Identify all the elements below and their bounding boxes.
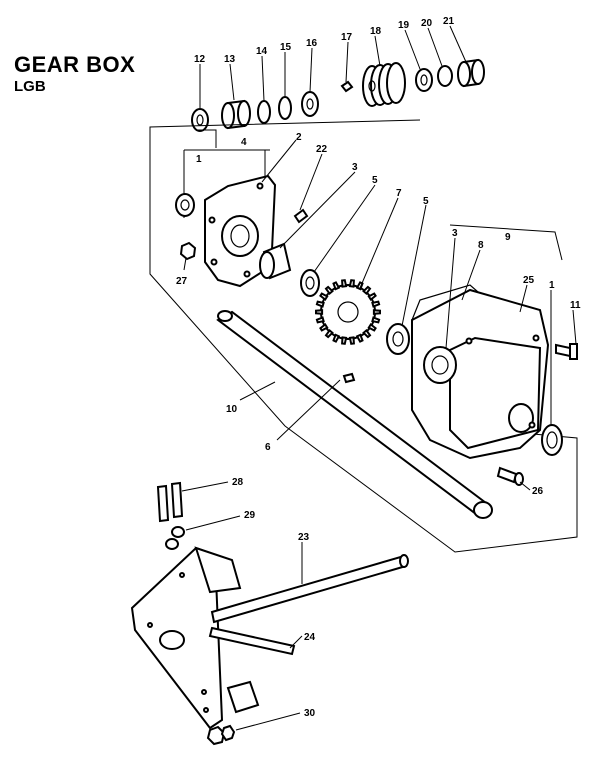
- gear-tooth: [367, 323, 377, 332]
- gear-tooth: [371, 300, 381, 308]
- washer-14: [257, 100, 271, 124]
- gear-tooth: [315, 300, 325, 308]
- callout-2: 2: [296, 132, 302, 143]
- gear-tooth: [324, 328, 334, 339]
- key-17: [340, 80, 354, 93]
- leader-lines: [181, 25, 577, 731]
- callout-26: 26: [532, 486, 544, 497]
- right-housing-25: [411, 284, 550, 460]
- gear-tooth: [341, 279, 348, 288]
- lower-bracket-assembly: [130, 546, 260, 730]
- callout-5-right: 5: [423, 196, 429, 207]
- callout-11: 11: [570, 300, 581, 311]
- callout-8: 8: [478, 240, 484, 251]
- shaft-23: [210, 554, 409, 624]
- callout-30: 30: [304, 708, 316, 719]
- gear-tooth: [319, 292, 329, 301]
- callout-labels: 12 13 14 15 16 17 18 19 20 21 4 1 2 22 3…: [176, 16, 581, 719]
- gear-7: [315, 279, 381, 345]
- gear-tooth: [362, 285, 372, 296]
- washer-16: [301, 91, 319, 117]
- nuts-30: [206, 724, 236, 746]
- gear-tooth: [348, 279, 355, 288]
- bearing-1-left: [175, 193, 195, 217]
- bolt-26: [496, 466, 524, 486]
- gear-tooth: [315, 316, 325, 324]
- top-parts-row: [191, 58, 485, 132]
- callout-28: 28: [232, 477, 244, 488]
- callout-20: 20: [421, 18, 433, 29]
- callout-19: 19: [398, 20, 410, 31]
- callout-6: 6: [265, 442, 271, 453]
- gear-tooth: [367, 292, 377, 301]
- callout-22: 22: [316, 144, 328, 155]
- gear-tooth: [315, 309, 324, 315]
- callout-1-right: 1: [549, 280, 555, 291]
- callout-3-left: 3: [352, 162, 358, 173]
- callout-15: 15: [280, 42, 292, 53]
- washer-29: [171, 526, 185, 538]
- callout-18: 18: [370, 26, 382, 37]
- callout-1-left: 1: [196, 154, 202, 165]
- callout-9: 9: [505, 232, 511, 243]
- washer-20: [437, 65, 453, 87]
- gear-tooth: [332, 333, 341, 343]
- callout-10: 10: [226, 404, 238, 415]
- callout-14: 14: [256, 46, 268, 57]
- washer-15: [278, 96, 292, 120]
- gear-tooth: [324, 285, 334, 296]
- gear-tooth: [362, 328, 372, 339]
- washer-5-left: [300, 269, 320, 297]
- callout-25: 25: [523, 275, 535, 286]
- callout-23: 23: [298, 532, 310, 543]
- rod-24: [208, 626, 296, 656]
- callout-24: 24: [304, 632, 316, 643]
- callout-13: 13: [224, 54, 236, 65]
- bushing-3-left: [259, 242, 292, 280]
- callout-12: 12: [194, 54, 206, 65]
- callout-21: 21: [443, 16, 455, 27]
- hub-21: [457, 58, 485, 88]
- callout-17: 17: [341, 32, 353, 43]
- pin-22: [293, 208, 309, 224]
- gear-tooth: [319, 323, 329, 332]
- gear-tooth: [341, 336, 348, 345]
- gear-tooth: [372, 309, 381, 315]
- bearing-1-right: [541, 424, 563, 456]
- pulley-18: [362, 62, 406, 107]
- left-housing-2: [204, 174, 277, 288]
- diagram-subtitle: LGB: [14, 78, 46, 95]
- bolts-28: [156, 481, 184, 523]
- callout-27: 27: [176, 276, 188, 287]
- hex-nut-27: [179, 241, 197, 261]
- gear-tooth: [371, 316, 381, 324]
- washer-5-right: [386, 323, 410, 355]
- callout-5-left: 5: [372, 175, 378, 186]
- shaft-10: [216, 310, 493, 519]
- gear-tooth: [355, 333, 364, 343]
- washer-12: [191, 108, 209, 132]
- callout-4: 4: [241, 137, 247, 148]
- diagram-title: GEAR BOX: [14, 52, 136, 77]
- washer-19: [415, 68, 433, 92]
- callout-29: 29: [244, 510, 256, 521]
- bushing-13: [221, 99, 251, 130]
- bolt-11: [555, 343, 578, 360]
- gear-tooth: [332, 281, 341, 291]
- callout-7: 7: [396, 188, 402, 199]
- callout-16: 16: [306, 38, 318, 49]
- callout-3-right: 3: [452, 228, 458, 239]
- gear-tooth: [348, 336, 355, 345]
